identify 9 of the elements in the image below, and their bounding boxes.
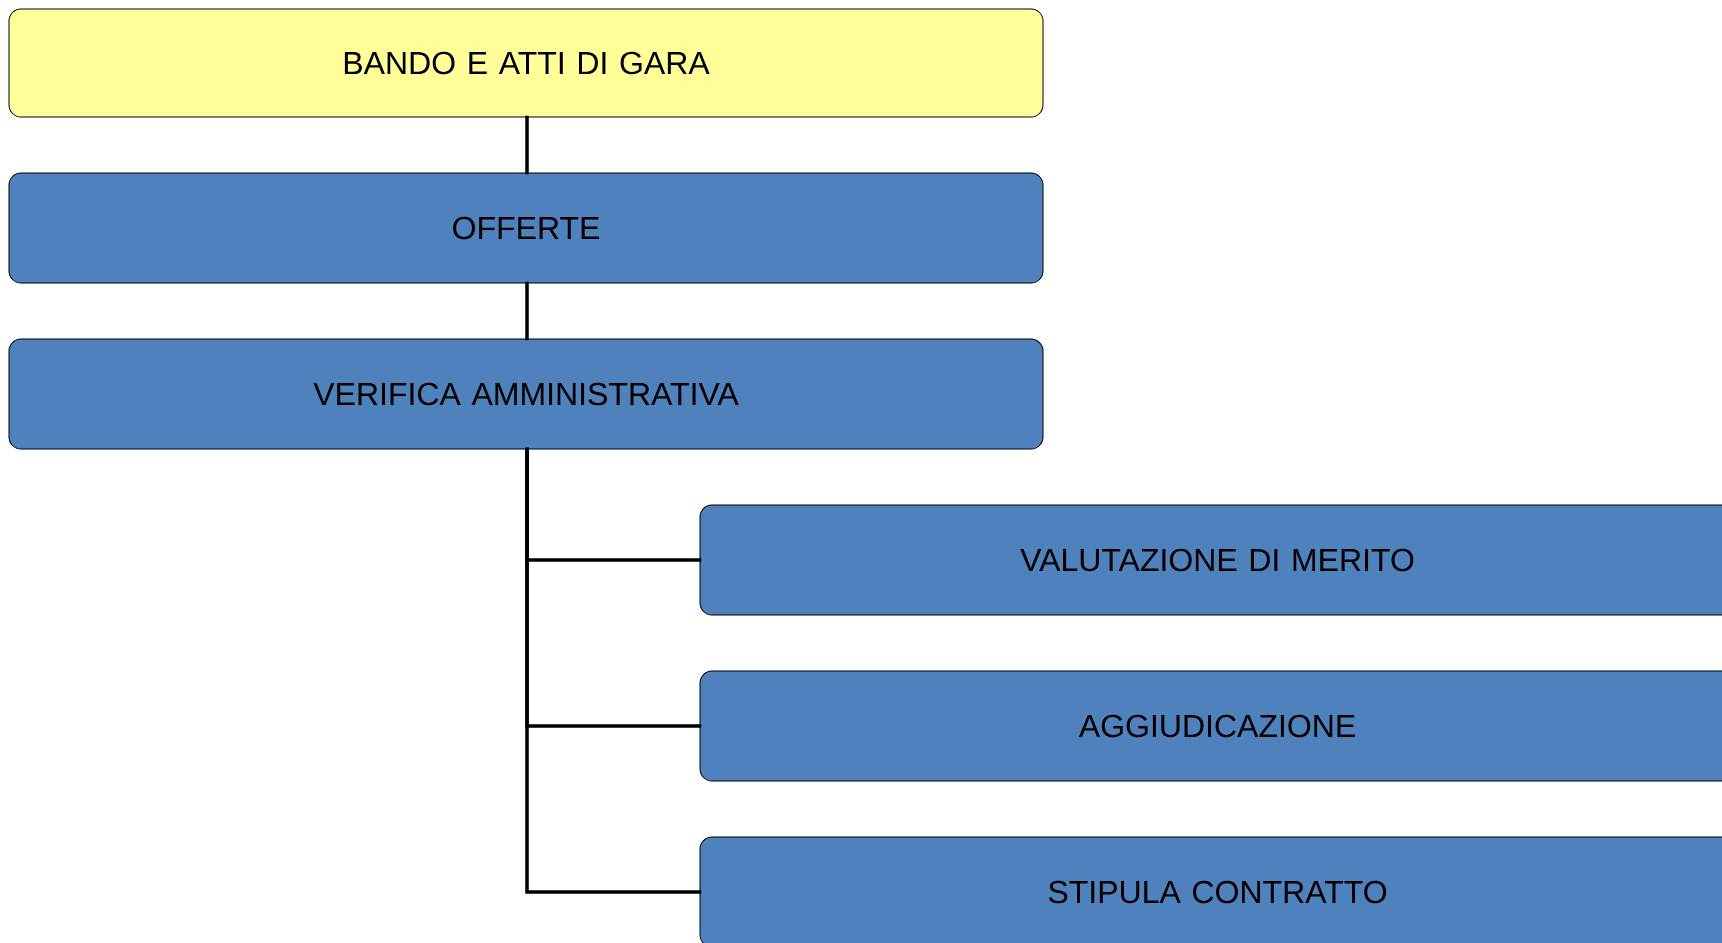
title-box: BANDO E ATTI DI GARA: [8, 8, 1044, 118]
connector-line: [525, 447, 702, 894]
process-box: AGGIUDICAZIONE: [699, 670, 1722, 782]
connector-line: [525, 281, 529, 341]
connector-line: [525, 115, 529, 175]
process-box: STIPULA CONTRATTO: [699, 836, 1722, 943]
process-box: VERIFICA AMMINISTRATIVA: [8, 338, 1044, 450]
process-box: OFFERTE: [8, 172, 1044, 284]
process-box: VALUTAZIONE DI MERITO: [699, 504, 1722, 616]
